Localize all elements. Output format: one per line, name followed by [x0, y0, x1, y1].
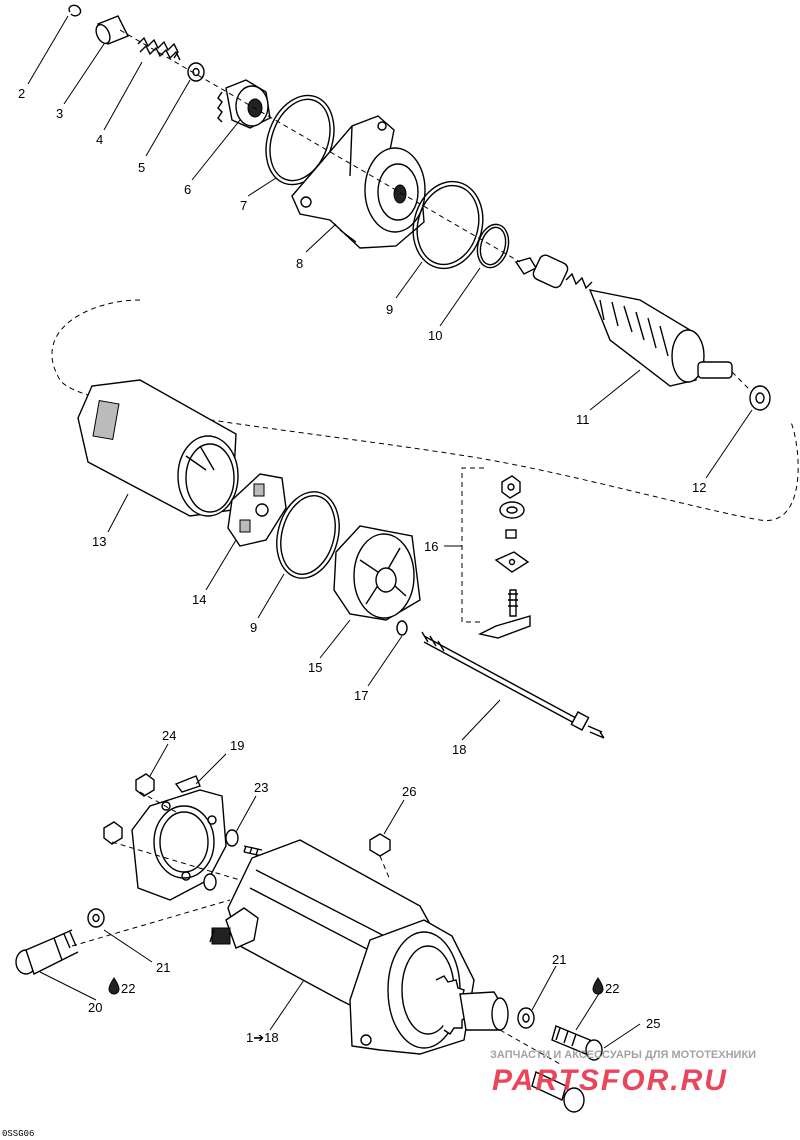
callout-13: 13	[92, 534, 106, 549]
part-25-bolts	[531, 1025, 603, 1113]
callout-23: 23	[254, 780, 268, 795]
part-18-through-bolt	[421, 631, 605, 739]
part-13-yoke-housing	[77, 379, 239, 517]
part-3-bushing	[95, 15, 129, 45]
part-10-seal-ring	[476, 223, 510, 269]
callout-15: 15	[308, 660, 322, 675]
callout-17: 17	[354, 688, 368, 703]
loctite-drop-icon	[592, 977, 604, 995]
part-5-washer	[187, 62, 205, 82]
callout-26: 26	[402, 784, 416, 799]
part-19-mounting-plate	[131, 775, 227, 901]
callout-8: 8	[296, 256, 303, 271]
svg-text:22: 22	[121, 981, 135, 996]
callout-4: 4	[96, 132, 103, 147]
callout-21-left: 21	[156, 960, 170, 975]
svg-text:22: 22	[605, 981, 619, 996]
callout-7: 7	[240, 198, 247, 213]
callout-22-right: 22	[592, 977, 619, 996]
callout-25: 25	[646, 1016, 660, 1031]
part-9-o-ring-upper	[412, 180, 484, 270]
callout-2: 2	[18, 86, 25, 101]
part-20-bolt	[15, 929, 79, 975]
callout-9-upper: 9	[386, 302, 393, 317]
part-6-pinion-gear	[217, 79, 271, 129]
part-12-washer	[749, 385, 771, 411]
part-9-o-ring-lower	[276, 491, 340, 579]
callout-16: 16	[424, 539, 438, 554]
callout-10: 10	[428, 328, 442, 343]
part-15-rear-cover	[333, 525, 421, 621]
figure-code: 0SSG06	[2, 1129, 34, 1139]
callout-11: 11	[576, 412, 590, 427]
part-17-small-o-ring	[396, 620, 408, 636]
part-21-washer-left	[87, 908, 105, 928]
part-16-terminal-kit	[461, 467, 531, 639]
part-14-brush-holder	[227, 473, 287, 547]
part-24-nuts	[103, 773, 155, 845]
watermark-brand: PARTSFOR.RU	[492, 1064, 728, 1097]
callout-12: 12	[692, 480, 706, 495]
callout-9-lower: 9	[250, 620, 257, 635]
callout-6: 6	[184, 182, 191, 197]
part-8-front-cover	[291, 115, 426, 249]
part-21-washer-right	[517, 1007, 535, 1029]
part-11-armature	[514, 254, 733, 387]
watermark-tagline: ЗАПЧАСТИ И АКСЕССУАРЫ ДЛЯ МОТОТЕХНИКИ	[490, 1049, 756, 1061]
part-4-spring	[137, 36, 181, 61]
callout-19: 19	[230, 738, 244, 753]
starter-motor-assembly	[209, 839, 509, 1055]
part-26-nut	[369, 833, 391, 857]
callout-14: 14	[192, 592, 206, 607]
part-23-stud	[203, 829, 263, 891]
callout-1-to-18: 1➔18	[246, 1030, 279, 1045]
loctite-drop-icon	[108, 977, 120, 995]
callout-18: 18	[452, 742, 466, 757]
callout-3: 3	[56, 106, 63, 121]
callout-24: 24	[162, 728, 176, 743]
part-2-circlip	[68, 4, 82, 17]
watermark: ЗАПЧАСТИ И АКСЕССУАРЫ ДЛЯ МОТОТЕХНИКИ PA…	[490, 1049, 756, 1097]
callout-20: 20	[88, 1000, 102, 1015]
callout-22-left: 22	[108, 977, 135, 996]
callout-21-right: 21	[552, 952, 566, 967]
callout-5: 5	[138, 160, 145, 175]
